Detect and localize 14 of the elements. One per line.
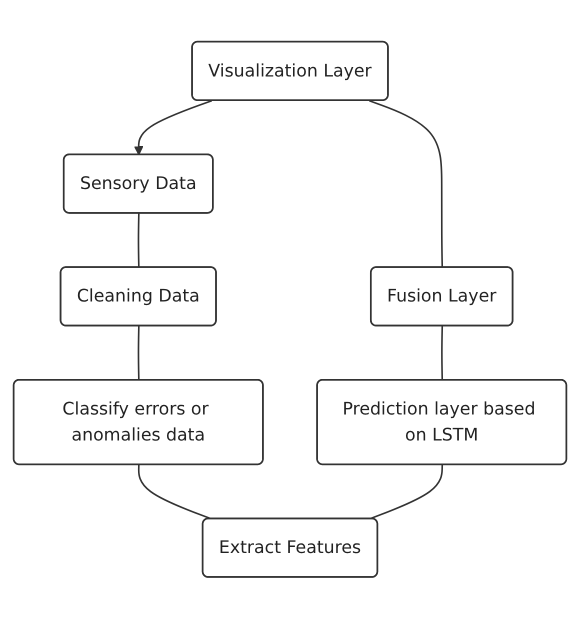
process-box: Cleaning Data: [60, 266, 217, 327]
connector-line: [138, 214, 140, 268]
connector-line: [138, 464, 212, 520]
connector-line: [134, 100, 212, 156]
process-box: Classify errors or anomalies data: [12, 379, 264, 466]
process-box: Fusion Layer: [370, 266, 514, 327]
process-box: Prediction layer based on LSTM: [316, 379, 568, 466]
connector-line: [441, 326, 444, 380]
connector-line: [369, 100, 444, 268]
connector-line: [369, 464, 444, 520]
process-box: Extract Features: [202, 518, 378, 578]
connector-line: [138, 326, 140, 380]
process-box: Sensory Data: [62, 154, 214, 214]
process-box: Visualization Layer: [191, 41, 389, 102]
